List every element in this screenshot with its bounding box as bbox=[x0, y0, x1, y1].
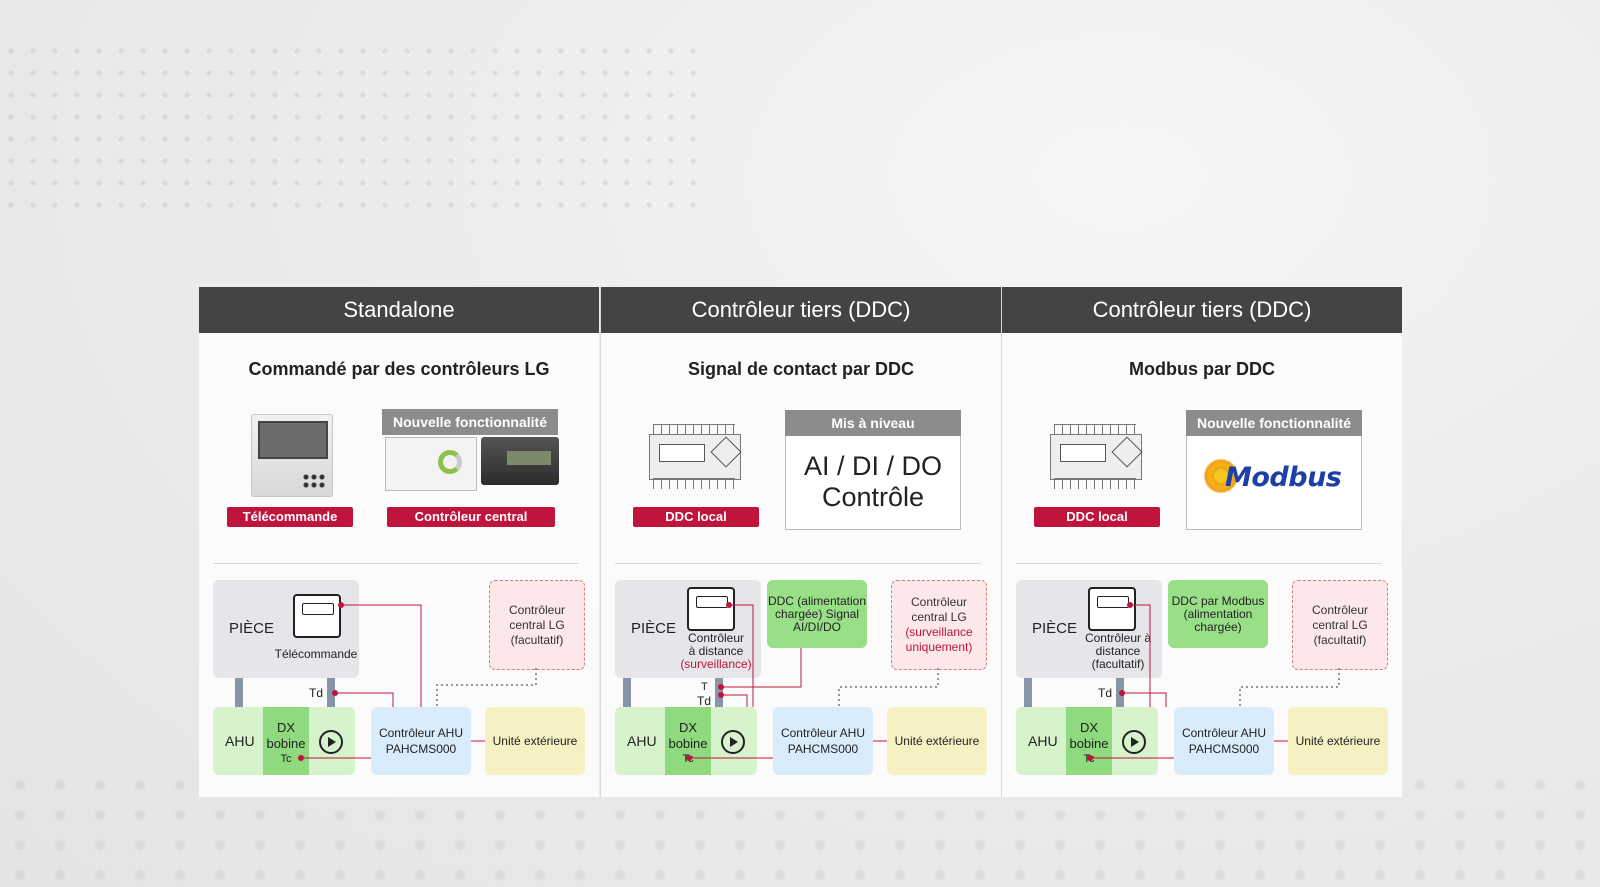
background-dot-pattern bbox=[0, 40, 700, 220]
coil-line1: DX bbox=[678, 720, 698, 735]
ai-di-do-line2: Contrôle bbox=[821, 482, 925, 512]
room-device-label: Contrôleur à distance (facultatif) bbox=[1084, 631, 1152, 671]
coil-line1: DX bbox=[1079, 720, 1099, 735]
outdoor-unit-box: Unité extérieure bbox=[485, 707, 585, 775]
room-box: PIÈCE Télécommande bbox=[213, 580, 359, 678]
new-feature-tag-box: Nouvelle fonctionnalité bbox=[382, 409, 558, 436]
lg-central-line1: Contrôleur central LG bbox=[910, 595, 968, 624]
ahu-label: AHU bbox=[225, 733, 255, 749]
fan-icon bbox=[1122, 730, 1146, 754]
room-device-label: Contrôleur à distance (surveillance) bbox=[669, 632, 763, 671]
dx-coil: DX bobine Tc bbox=[263, 707, 309, 775]
pipe-right bbox=[327, 678, 335, 707]
panel-subtitle: Commandé par des contrôleurs LG bbox=[248, 359, 550, 379]
pipe-left bbox=[235, 678, 243, 707]
room-label: PIÈCE bbox=[229, 620, 275, 637]
ddc-controller-image bbox=[649, 424, 742, 489]
temp-td-label: Td bbox=[1098, 686, 1113, 700]
remote-control-badge: Télécommande bbox=[227, 507, 353, 527]
central-controller-image bbox=[385, 437, 559, 491]
panel-standalone: Standalone Commandé par des contrôleurs … bbox=[199, 287, 599, 797]
lg-central-controller-box: Contrôleur central LG (surveillance uniq… bbox=[891, 580, 987, 670]
room-box: PIÈCE Contrôleur à distance (surveillanc… bbox=[615, 580, 761, 678]
panel-header: Contrôleur tiers (DDC) bbox=[601, 287, 1001, 333]
modbus-logo: Modbus bbox=[1197, 456, 1353, 506]
pipe-right bbox=[1116, 678, 1124, 707]
room-label: PIÈCE bbox=[1032, 620, 1078, 637]
local-ddc-badge: DDC local bbox=[633, 507, 759, 527]
dx-coil: DX bobine Tc bbox=[665, 707, 711, 775]
temp-tc-label: Tc bbox=[1083, 753, 1095, 765]
modbus-feature-box: Nouvelle fonctionnalité Modbus bbox=[1186, 410, 1362, 530]
ddc-controller-image bbox=[1050, 424, 1143, 489]
panel-header: Standalone bbox=[199, 287, 599, 333]
ai-di-do-line1: AI / DI / DO bbox=[803, 451, 943, 481]
upgrade-tag: Mis à niveau bbox=[785, 410, 961, 436]
ahu-label: AHU bbox=[1028, 733, 1058, 749]
panel-ddc-modbus: Contrôleur tiers (DDC) Modbus par DDC No… bbox=[1001, 287, 1402, 797]
ahu-box: AHU DX bobine Tc bbox=[1016, 707, 1158, 775]
temp-tc-label: Tc bbox=[280, 753, 292, 765]
remote-control-icon bbox=[1088, 587, 1136, 631]
room-box: PIÈCE Contrôleur à distance (facultatif) bbox=[1016, 580, 1162, 678]
lg-central-controller-box: Contrôleur central LG (facultatif) bbox=[1292, 580, 1388, 670]
pipe-left bbox=[1024, 678, 1032, 707]
panel-subtitle: Signal de contact par DDC bbox=[687, 359, 915, 379]
coil-line1: DX bbox=[276, 720, 296, 735]
panel-subtitle: Modbus par DDC bbox=[1129, 359, 1275, 379]
temp-td-label: Td bbox=[309, 686, 324, 700]
divider bbox=[1016, 563, 1382, 564]
temp-td-label: Td bbox=[697, 694, 712, 708]
coil-line2: bobine bbox=[668, 736, 708, 751]
temp-t-label: T bbox=[701, 681, 708, 693]
outdoor-unit-box: Unité extérieure bbox=[1288, 707, 1388, 775]
remote-control-icon bbox=[687, 587, 735, 631]
remote-control-icon bbox=[293, 594, 341, 638]
ddc-modbus-box: DDC par Modbus (alimentation chargée) bbox=[1168, 580, 1268, 648]
ahu-box: AHU DX bobine Tc bbox=[615, 707, 757, 775]
lg-central-controller-box: Contrôleur central LG (facultatif) bbox=[489, 580, 585, 670]
fan-icon bbox=[721, 730, 745, 754]
ahu-controller-box: Contrôleur AHU PAHCMS000 bbox=[773, 707, 873, 775]
central-controller-badge: Contrôleur central bbox=[387, 507, 555, 527]
panel-ddc-contact: Contrôleur tiers (DDC) Signal de contact… bbox=[600, 287, 1001, 797]
ai-di-do-text: AI / DI / DO Contrôle bbox=[786, 451, 960, 513]
dx-coil: DX bobine Tc bbox=[1066, 707, 1112, 775]
ddc-signal-box: DDC (alimentation chargée) Signal AI/DI/… bbox=[767, 580, 867, 648]
upgrade-box: Mis à niveau AI / DI / DO Contrôle bbox=[785, 410, 961, 530]
ahu-controller-box: Contrôleur AHU PAHCMS000 bbox=[1174, 707, 1274, 775]
fan-icon bbox=[319, 730, 343, 754]
ahu-box: AHU DX bobine Tc bbox=[213, 707, 355, 775]
coil-line2: bobine bbox=[1069, 736, 1109, 751]
modbus-logo-text: Modbus bbox=[1225, 462, 1342, 493]
divider bbox=[615, 563, 981, 564]
room-label: PIÈCE bbox=[631, 620, 677, 637]
room-device-label: Télécommande bbox=[274, 647, 358, 661]
panel-header: Contrôleur tiers (DDC) bbox=[1002, 287, 1402, 333]
modbus-gear-icon bbox=[1201, 456, 1241, 496]
outdoor-unit-box: Unité extérieure bbox=[887, 707, 987, 775]
new-feature-tag: Nouvelle fonctionnalité bbox=[1186, 410, 1362, 436]
temp-tc-label: Tc bbox=[682, 753, 694, 765]
coil-line2: bobine bbox=[266, 736, 306, 751]
divider bbox=[213, 563, 579, 564]
lg-central-line2: (surveillance uniquement) bbox=[905, 625, 973, 654]
room-device-line3: (surveillance) bbox=[680, 657, 752, 671]
remote-control-image bbox=[251, 414, 333, 497]
ahu-controller-box: Contrôleur AHU PAHCMS000 bbox=[371, 707, 471, 775]
pipe-right bbox=[715, 678, 723, 707]
local-ddc-badge: DDC local bbox=[1034, 507, 1160, 527]
new-feature-tag: Nouvelle fonctionnalité bbox=[382, 409, 558, 435]
pipe-left bbox=[623, 678, 631, 707]
ahu-label: AHU bbox=[627, 733, 657, 749]
